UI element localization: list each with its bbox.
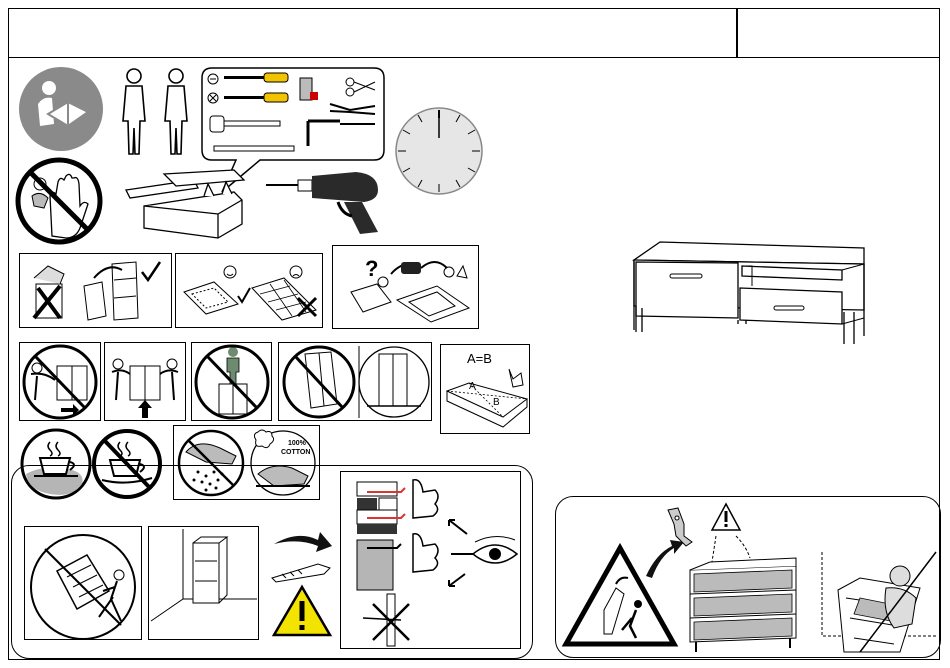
lift-together-icon (106, 344, 184, 420)
no-children-icon (14, 156, 104, 246)
anti-tip-warning-icon (560, 502, 936, 654)
level-floor-panel (278, 342, 432, 421)
warning-triangle-icon (272, 585, 332, 637)
soft-surface-panel (175, 253, 323, 328)
assemble-on-soft-surface-icon (180, 258, 320, 324)
anchor-screw-icon (268, 560, 334, 582)
wall-type-panel (340, 471, 521, 649)
safe-furniture-panel (148, 526, 259, 640)
tip-over-hazard-icon (27, 529, 141, 639)
header-bar (8, 8, 940, 58)
contact-support-panel: ? (332, 245, 479, 329)
equal-diagonals-panel: A=B A B (440, 344, 530, 434)
lift-together-panel (104, 342, 186, 421)
cotton-percent-label: 100% (288, 440, 306, 447)
no-stand-on-icon (193, 344, 271, 420)
toolbox-icon (124, 166, 248, 242)
two-persons-icon (118, 66, 198, 158)
clock-icon (394, 106, 484, 196)
level-floor-icon (281, 344, 431, 420)
tip-over-panel (24, 526, 142, 640)
header-divider (736, 8, 738, 58)
furniture-against-wall-icon (151, 529, 257, 639)
wall-anchoring-icon (343, 474, 521, 648)
arrow-icon (272, 530, 334, 554)
ab-equation-label: A=B (467, 351, 492, 366)
furniture-illustration (632, 240, 868, 346)
contact-support-icon: ? (337, 252, 477, 326)
no-push-panel (19, 342, 101, 421)
no-push-icon (21, 344, 99, 420)
recycle-packaging-panel (19, 253, 172, 328)
cotton-word-label: COTTON (281, 449, 310, 456)
equal-diagonals-icon (443, 365, 529, 429)
recycle-packaging-icon (24, 258, 168, 324)
no-stand-on-panel (191, 342, 272, 421)
drill-icon (266, 170, 390, 236)
ab-b-label: B (493, 397, 500, 408)
read-manual-icon (18, 66, 104, 152)
ab-a-label: A (469, 381, 476, 392)
svg-text:?: ? (365, 256, 378, 281)
